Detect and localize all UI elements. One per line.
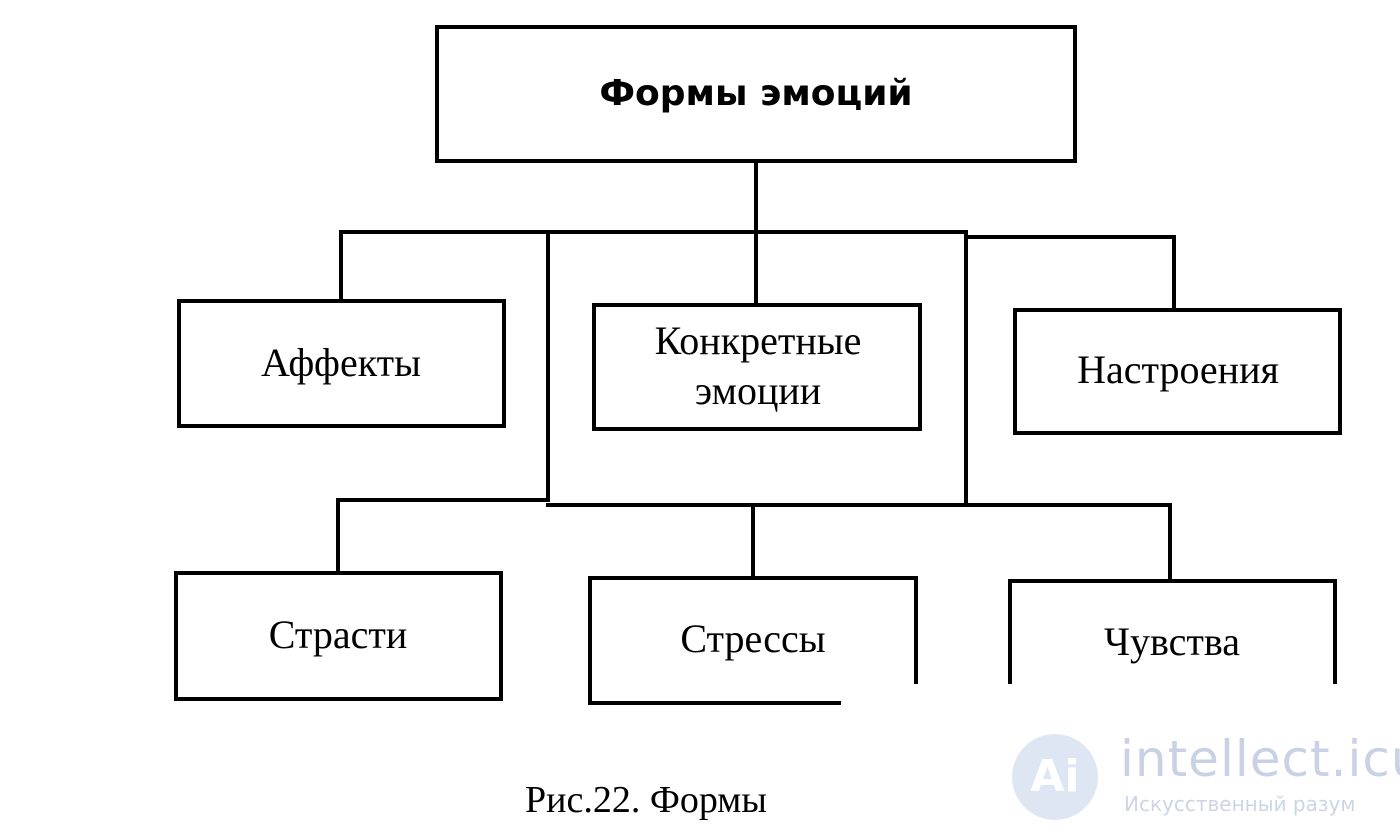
- watermark-name: intellect.icu: [1120, 730, 1400, 788]
- watermark-tagline: Искусственный разум: [1124, 792, 1356, 816]
- figure-caption: Рис.22. Формы: [525, 779, 767, 821]
- node-label-root: Формы эмоций: [599, 73, 912, 114]
- node-label-passions: Страсти: [269, 612, 408, 657]
- node-box-feelings: [1008, 579, 1337, 684]
- node-label-moods: Настроения: [1077, 347, 1279, 392]
- node-box-stresses: [588, 576, 918, 705]
- node-label-feelings: Чувства: [1104, 619, 1240, 664]
- node-label-concrete-line1: Конкретные: [655, 318, 862, 363]
- node-label-affects: Аффекты: [261, 340, 421, 385]
- node-label-concrete-line2: эмоции: [695, 368, 821, 413]
- watermark: Ai intellect.icu Искусственный разум: [1012, 730, 1400, 825]
- watermark-logo-text: Ai: [1030, 751, 1080, 802]
- node-box-moods: [1013, 308, 1342, 435]
- node-label-stresses: Стрессы: [680, 616, 825, 661]
- watermark-logo-icon: [1012, 734, 1098, 820]
